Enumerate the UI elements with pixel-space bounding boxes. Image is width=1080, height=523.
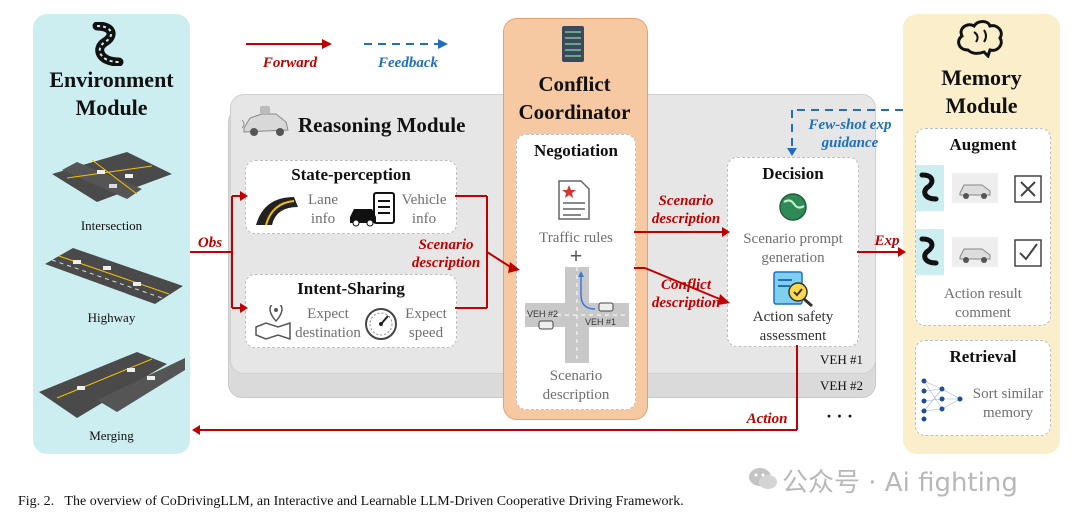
expect-speed-line2: speed: [408, 325, 444, 341]
conflict-desc-line1: Conflict: [660, 277, 711, 293]
memory-title-line2: Module: [945, 93, 1018, 118]
highway-image: [43, 246, 183, 311]
fewshot-line1: Few-shot exp: [808, 117, 892, 133]
retrieval-box: Retrieval Sort similar memory: [915, 340, 1051, 436]
state-perception-title: State-perception: [291, 165, 411, 184]
neural-network-icon: [920, 375, 966, 428]
traffic-rules-label: Traffic rules: [539, 230, 613, 246]
traffic-rules-document-icon: [557, 179, 591, 226]
server-icon: [560, 24, 586, 69]
wechat-icon: [748, 466, 778, 497]
scenario-desc2-line1: Scenario: [658, 193, 714, 209]
fail-cross-icon: [1014, 175, 1042, 208]
brain-icon: [954, 20, 1006, 63]
expect-destination-line1: Expect: [307, 306, 349, 322]
action-result-line2: comment: [955, 305, 1011, 321]
negotiation-box: Negotiation Traffic rules + VEH #2 VEH #…: [516, 134, 636, 410]
destination-map-icon: [254, 302, 292, 346]
vehicle-info-line1: Vehicle: [401, 192, 447, 208]
environment-title-line2: Module: [75, 95, 148, 120]
decision-box: Decision Scenario prompt generation Acti…: [727, 157, 859, 347]
state-perception-box: State-perception Lane info Vehicle info: [245, 160, 457, 234]
augment-title: Augment: [949, 135, 1017, 154]
scenario-prompt-line1: Scenario prompt: [743, 231, 843, 247]
conflict-desc-line2: description: [651, 295, 721, 311]
legend-forward-label: Forward: [262, 55, 318, 71]
scenario-veh1-tag: VEH #1: [585, 317, 617, 327]
environment-module-panel: Environment Module Intersection Highway: [33, 14, 190, 454]
action-label: Action: [746, 411, 788, 427]
legend: Forward Feedback: [240, 34, 460, 74]
memory-road-icon: [916, 229, 944, 275]
plus-sign: +: [569, 243, 583, 268]
vehicle-info-line2: info: [411, 211, 437, 227]
intent-sharing-box: Intent-Sharing Expect destination Expect…: [245, 274, 457, 348]
lane-info-line2: info: [310, 211, 336, 227]
scenario-desc-line1: Scenario: [418, 237, 474, 253]
intent-sharing-title: Intent-Sharing: [297, 279, 405, 298]
scenario-crossing-image: [525, 267, 629, 368]
scenario-desc2-line2: description: [651, 211, 721, 227]
globe-icon: [778, 192, 808, 227]
memory-car-icon: [952, 173, 998, 208]
exp-label: Exp: [874, 233, 900, 249]
decision-title: Decision: [762, 164, 824, 183]
legend-feedback-label: Feedback: [378, 55, 438, 71]
memory-car-icon: [952, 237, 998, 272]
scene-label-intersection: Intersection: [80, 218, 143, 233]
coordinator-title-line2: Coordinator: [518, 100, 631, 124]
action-safety-line2: assessment: [759, 328, 827, 344]
figure-caption: Fig. 2. The overview of CoDrivingLLM, an…: [18, 494, 684, 509]
sort-similar-line2: memory: [983, 405, 1033, 421]
speedometer-icon: [364, 307, 398, 346]
environment-title-line1: Environment: [49, 67, 174, 92]
scenario-veh2-tag: VEH #2: [527, 309, 559, 319]
expect-speed-line1: Expect: [405, 306, 447, 322]
memory-title-line1: Memory: [941, 65, 1022, 90]
negotiation-title: Negotiation: [533, 141, 619, 160]
obs-label: Obs: [197, 235, 223, 251]
scenario-prompt-line2: generation: [761, 250, 825, 266]
scene-label-merging: Merging: [89, 428, 134, 443]
lane-icon: [254, 193, 298, 232]
expect-destination-line2: destination: [295, 325, 361, 341]
lane-info-line1: Lane: [308, 192, 338, 208]
safety-check-icon: [772, 270, 814, 313]
watermark-text: 公众号 · Ai fighting: [782, 468, 1018, 498]
coordinator-title-line1: Conflict: [538, 72, 611, 96]
scenario-desc-line2: description: [411, 255, 481, 271]
memory-road-icon: [916, 165, 944, 211]
autonomous-car-icon: [240, 100, 292, 145]
reasoning-module-title: Reasoning Module: [298, 113, 466, 137]
more-vehicles-ellipsis: · · ·: [826, 406, 854, 426]
action-result-line1: Action result: [944, 286, 1022, 302]
augment-box: Augment Action result comment: [915, 128, 1051, 326]
vehicle-info-icon: [348, 191, 400, 234]
action-safety-line1: Action safety: [752, 309, 834, 325]
intersection-image: [47, 144, 177, 229]
veh1-label: VEH #1: [820, 352, 863, 367]
augment-memory-row-success: [916, 229, 1050, 275]
road-logo-icon: [91, 21, 127, 71]
retrieval-title: Retrieval: [949, 347, 1017, 366]
fewshot-line2: guidance: [821, 135, 879, 151]
sort-similar-line1: Sort similar: [972, 386, 1044, 402]
scene-label-highway: Highway: [87, 310, 136, 325]
merging-image: [37, 342, 187, 427]
augment-memory-row-fail: [916, 165, 1050, 211]
negotiation-scenario-line2: description: [542, 387, 610, 403]
negotiation-scenario-line1: Scenario: [549, 368, 603, 384]
legend-arrows: [246, 39, 448, 49]
veh2-label: VEH #2: [820, 378, 863, 393]
success-check-icon: [1014, 239, 1042, 272]
